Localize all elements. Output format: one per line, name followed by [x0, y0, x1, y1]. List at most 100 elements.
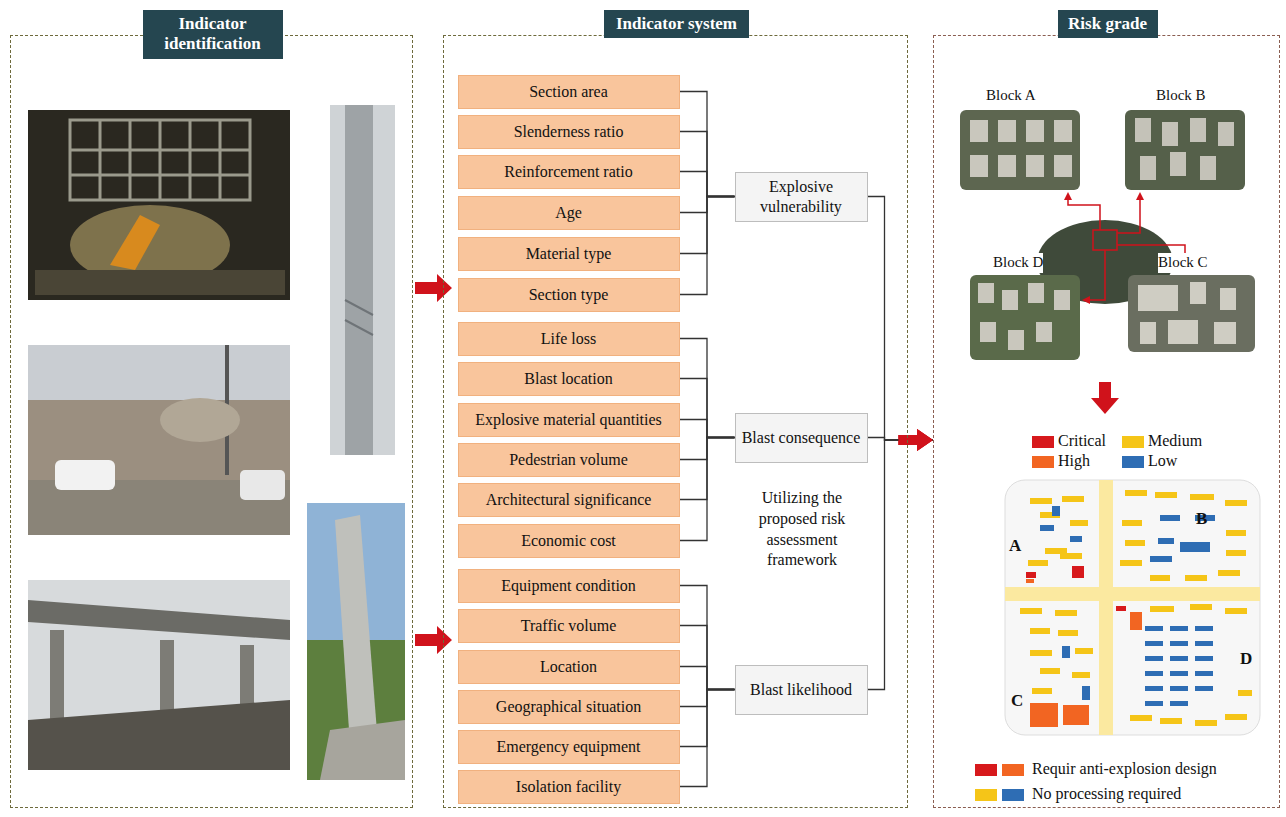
building-roofs	[1135, 118, 1234, 180]
photo-collapse-night	[28, 110, 290, 300]
block-label: Block A	[986, 86, 1036, 106]
car	[55, 460, 115, 490]
road	[1005, 587, 1260, 601]
indicator-label: Age	[555, 203, 582, 222]
building	[1150, 606, 1174, 612]
merge-arrow	[868, 197, 934, 452]
indicator-label: Slenderness ratio	[514, 122, 624, 141]
building	[1145, 656, 1163, 661]
category-label: Explosive vulnerability	[742, 177, 861, 215]
satellite-block-c	[1128, 275, 1255, 352]
building	[1052, 506, 1060, 516]
bracket-line	[680, 339, 735, 438]
legend-swatch	[1032, 456, 1054, 468]
indicator-box: Isolation facility	[458, 770, 680, 804]
indicator-box: Material type	[458, 237, 680, 271]
bracket-line	[680, 197, 735, 295]
dashed-panel: Indicator identification	[10, 35, 413, 808]
excavator	[110, 215, 160, 270]
building	[1170, 641, 1188, 646]
photo-bridge-collapse	[28, 580, 290, 770]
block-label: Block B	[1156, 86, 1206, 106]
connector-line	[868, 197, 934, 441]
debris-frame	[70, 120, 250, 200]
arrow-body	[899, 435, 920, 445]
indicator-box: Slenderness ratio	[458, 115, 680, 149]
indicator-box: Economic cost	[458, 524, 680, 558]
building	[1075, 648, 1093, 654]
building	[1026, 579, 1034, 583]
indicator-box: Blast location	[458, 362, 680, 396]
critical-buildings	[1026, 566, 1126, 611]
panel-header: Indicator identification	[143, 10, 283, 59]
building	[1032, 688, 1052, 694]
legend-swatch	[1122, 456, 1144, 468]
building	[1226, 530, 1246, 536]
panel-header: Risk grade	[1058, 10, 1158, 38]
indicator-label: Blast location	[524, 369, 612, 388]
smoke	[160, 398, 240, 442]
building-roofs	[970, 120, 1072, 177]
building	[1130, 715, 1152, 721]
building	[1062, 646, 1070, 658]
building	[1195, 626, 1213, 631]
bracket-line	[680, 379, 735, 438]
framework-note: Utilizing the proposed risk assessment f…	[737, 488, 867, 571]
satellite-block-b	[1125, 110, 1245, 190]
building	[1072, 672, 1090, 678]
building	[1226, 550, 1246, 556]
legend-swatch	[975, 764, 997, 776]
connector-line	[680, 586, 735, 690]
photo-sky	[28, 345, 290, 535]
rubble	[320, 720, 405, 780]
building	[1195, 720, 1217, 726]
rubble	[35, 270, 285, 295]
bracket-line	[680, 132, 735, 197]
indicator-label: Geographical situation	[496, 697, 641, 716]
indicator-label: Reinforcement ratio	[504, 162, 632, 181]
building	[1063, 705, 1089, 725]
indicator-label: Location	[540, 657, 597, 676]
building	[1125, 540, 1145, 546]
bracket-line	[680, 92, 735, 197]
arrow-body	[899, 435, 920, 445]
building	[1062, 496, 1084, 502]
legend-text: Medium	[1148, 431, 1202, 450]
photo-ground	[330, 105, 395, 455]
indicator-label: Equipment condition	[501, 576, 636, 595]
building	[1160, 515, 1180, 521]
bracket-line	[680, 690, 735, 787]
debris	[28, 700, 290, 770]
connector-line	[680, 626, 735, 690]
red-pointer	[1117, 194, 1140, 233]
building	[1195, 656, 1213, 661]
legend-text: High	[1058, 451, 1090, 470]
building	[1190, 494, 1214, 500]
building	[1170, 626, 1188, 631]
indicator-box: Location	[458, 650, 680, 684]
connector-line	[680, 690, 735, 787]
connector-line	[680, 339, 735, 438]
building	[1070, 536, 1082, 542]
map-letter: D	[1240, 648, 1252, 670]
indicator-label: Material type	[526, 244, 612, 263]
connector-line	[680, 132, 735, 197]
photo-sky	[28, 580, 290, 770]
building	[1238, 690, 1252, 696]
merge-arrow	[868, 429, 934, 451]
building	[1040, 525, 1054, 531]
bracket-line	[680, 172, 735, 197]
legend-swatch	[975, 789, 997, 801]
bracket-line	[680, 420, 735, 438]
connector-line	[680, 667, 735, 690]
building	[1130, 612, 1142, 630]
bridge-deck	[28, 600, 290, 640]
connector-line	[680, 438, 735, 541]
car	[240, 470, 285, 500]
building	[1030, 498, 1052, 504]
indicator-label: Section type	[529, 285, 609, 304]
connector-line	[680, 92, 735, 197]
building	[1145, 671, 1163, 676]
building	[1225, 714, 1247, 720]
